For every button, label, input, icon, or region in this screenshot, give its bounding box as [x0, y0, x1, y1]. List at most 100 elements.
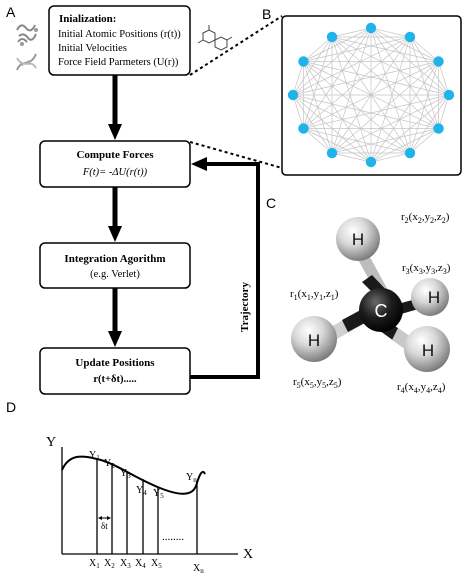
compute-forces-box — [39, 140, 191, 188]
ordinate-label: Y3 — [120, 468, 131, 480]
network-edge — [292, 94, 304, 129]
network-edge — [303, 128, 372, 163]
hydrogen-atom-3 — [411, 278, 449, 316]
update-positions-title: Update Positions — [75, 357, 155, 369]
network-node — [433, 123, 444, 134]
network-edge — [331, 61, 439, 154]
force-equation: F(t)= -ΔU(r(t)) — [82, 167, 148, 178]
integration-box — [39, 242, 191, 289]
hydrogen-4-label: H — [422, 341, 434, 360]
network-node — [365, 22, 377, 34]
network-node — [326, 31, 338, 43]
network-edges — [292, 27, 450, 163]
hydrogen-atom-4 — [404, 326, 450, 372]
function-curve — [61, 455, 206, 495]
network-edge — [331, 27, 372, 154]
ordinate-label: Y4 — [136, 485, 147, 497]
abscissa-label: X5 — [151, 558, 162, 570]
abscissa-label: X2 — [104, 558, 115, 570]
network-edge — [292, 61, 439, 96]
init-title: Inialization: — [59, 13, 116, 25]
panel-label-a: A — [6, 4, 16, 20]
network-edge — [303, 36, 333, 62]
network-edge — [303, 61, 450, 96]
network-edge — [303, 36, 411, 129]
network-node — [298, 56, 309, 67]
carbon-atom — [359, 288, 403, 332]
integration-title: Integration Agorithm — [64, 253, 165, 265]
position-label-r5: r5(x5,y5,z5) — [293, 376, 342, 390]
carbon-label: C — [375, 301, 388, 321]
network-edge — [303, 94, 450, 129]
hydrogen-atom-1 — [291, 316, 337, 362]
update-positions-subtitle: r(t+δt)..... — [93, 374, 137, 385]
network-edge — [303, 61, 372, 163]
network-nodes — [287, 22, 455, 168]
flow-arrows — [108, 75, 122, 347]
update-positions-box — [39, 347, 191, 395]
hydrogen-3-label: H — [428, 288, 440, 307]
ellipsis: ........ — [162, 531, 184, 543]
network-edge — [370, 27, 411, 38]
ordinate-label: Y2 — [104, 458, 115, 470]
y-axis-label: Y — [46, 435, 56, 450]
ordinate-label: Y1 — [89, 450, 100, 462]
network-edge — [303, 36, 333, 129]
molecule-structure-icon — [197, 25, 233, 51]
panel-label-c: C — [266, 195, 276, 211]
init-line-forcefield: Force Field Parmeters (U(r)) — [58, 57, 179, 68]
panel-label-b: B — [262, 6, 271, 22]
trajectory-label: Trajectory — [239, 282, 251, 332]
network-edge — [292, 94, 411, 154]
abscissa-label: X3 — [120, 558, 131, 570]
position-label-r3: r3(x3,y3,z3) — [402, 262, 451, 276]
zoom-line-top — [189, 15, 283, 76]
panel-label-d: D — [6, 399, 16, 415]
zoom-line-bottom — [189, 141, 283, 169]
network-edge — [409, 36, 439, 62]
network-node — [298, 123, 309, 134]
x-axis-label: X — [243, 547, 253, 562]
molecule: H C H H H — [291, 217, 450, 372]
dna-icon — [16, 53, 37, 71]
network-edge — [331, 27, 372, 38]
integration-subtitle: (e.g. Verlet) — [90, 269, 140, 280]
trajectory-loop — [190, 157, 260, 379]
hydrogen-1-label: H — [308, 331, 320, 350]
network-edge — [292, 36, 333, 96]
network-edge — [438, 94, 450, 129]
network-edge — [292, 94, 333, 154]
network-edge — [331, 36, 450, 96]
abscissa-label: Xn — [193, 563, 204, 574]
hydrogen-2-label: H — [352, 230, 364, 249]
network-node — [326, 147, 338, 159]
network-edge — [370, 27, 411, 154]
position-label-r2: r2(x2,y2,z2) — [401, 211, 450, 225]
step-label: δt — [101, 521, 108, 531]
network-node — [287, 89, 299, 101]
network-edge — [303, 61, 411, 154]
network-edge — [438, 61, 450, 96]
network-edge — [370, 152, 411, 163]
network-edge — [409, 128, 439, 154]
ordinate-label: Y5 — [153, 488, 164, 500]
position-label-r4: r4(x4,y4,z4) — [397, 381, 446, 395]
network-node — [433, 56, 444, 67]
network-edge — [370, 36, 411, 163]
network-node — [365, 156, 377, 168]
abscissa-label: X1 — [89, 558, 100, 570]
network-edge — [331, 36, 439, 62]
network-edge — [292, 61, 304, 96]
init-line-velocities: Initial Velocities — [58, 43, 127, 54]
hydrogen-atom-2 — [336, 217, 380, 261]
network-node — [443, 89, 455, 101]
network-node — [404, 31, 416, 43]
init-line-positions: Initial Atomic Positions (r(t)) — [58, 29, 181, 40]
integration-plot: Y X δt ........ — [46, 435, 253, 562]
protein-icon — [16, 24, 38, 46]
network-edge — [331, 36, 372, 163]
